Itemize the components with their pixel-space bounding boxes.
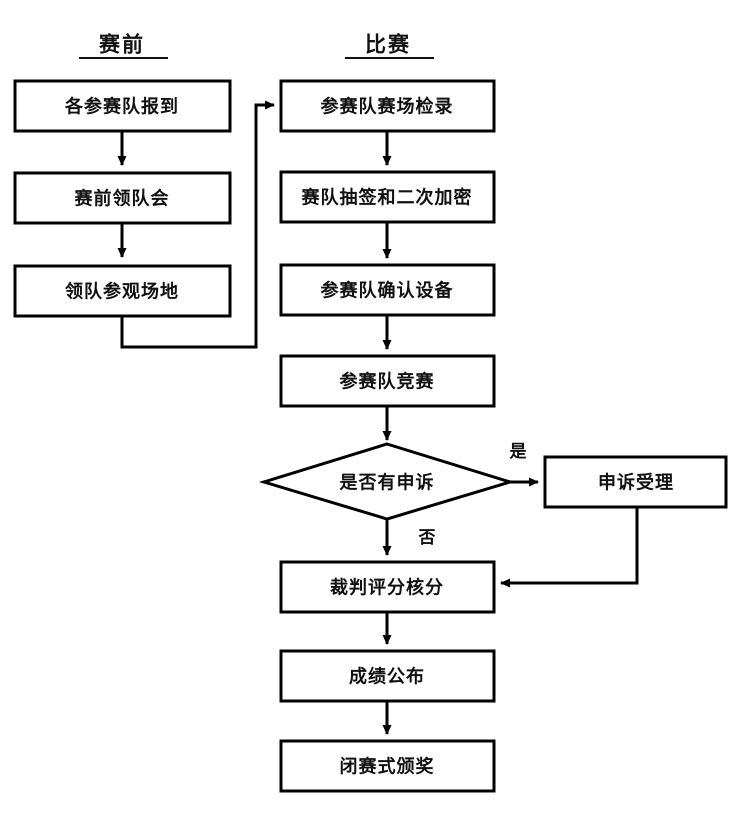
node-confirm-equip-label: 参赛队确认设备	[321, 280, 454, 302]
node-venue-checkin-box[interactable]	[279, 79, 496, 133]
node-appeal-handling-label: 申诉受理	[598, 472, 674, 494]
node-competition-label: 参赛队竞赛	[340, 371, 435, 393]
node-competition-box[interactable]	[279, 354, 496, 408]
node-appeal-decision-shape[interactable]	[258, 442, 516, 521]
node-leader-meeting-box[interactable]	[13, 171, 232, 225]
connector-appeal-to-scoring	[500, 507, 639, 588]
node-closing-ceremony-label: 闭赛式颁奖	[340, 756, 435, 778]
node-scoring[interactable]: 裁判评分核分	[279, 560, 496, 614]
node-team-checkin[interactable]: 各参赛队报到	[13, 79, 232, 133]
node-leader-meeting[interactable]: 赛前领队会	[13, 171, 232, 225]
node-draw-encrypt-label: 赛队抽签和二次加密	[301, 187, 473, 209]
node-draw-encrypt[interactable]: 赛队抽签和二次加密	[279, 170, 496, 224]
node-results-box[interactable]	[279, 649, 496, 703]
node-results-label: 成绩公布	[349, 666, 425, 688]
node-competition[interactable]: 参赛队竞赛	[279, 354, 496, 408]
node-appeal-handling[interactable]: 申诉受理	[543, 455, 728, 509]
node-appeal-decision[interactable]: 是否有申诉	[258, 442, 516, 521]
node-confirm-equip-box[interactable]	[279, 263, 496, 317]
heading-race-label: 比赛	[365, 32, 411, 57]
node-venue-checkin-label: 参赛队赛场检录	[321, 96, 454, 118]
node-venue-checkin[interactable]: 参赛队赛场检录	[279, 79, 496, 133]
node-leader-venue-box[interactable]	[13, 264, 232, 318]
heading-pre-race-label: 赛前	[98, 32, 145, 57]
node-scoring-box[interactable]	[279, 560, 496, 614]
node-closing-ceremony[interactable]: 闭赛式颁奖	[279, 739, 496, 793]
node-draw-encrypt-box[interactable]	[279, 170, 496, 224]
heading-race: 比赛	[345, 32, 434, 59]
node-appeal-handling-box[interactable]	[543, 455, 728, 509]
node-leader-venue-label: 领队参观场地	[65, 281, 179, 303]
node-confirm-equip[interactable]: 参赛队确认设备	[279, 263, 496, 317]
edge-label-no: 否	[418, 528, 436, 548]
node-appeal-decision-label: 是否有申诉	[339, 472, 435, 494]
node-team-checkin-label: 各参赛队报到	[64, 96, 179, 118]
edge-label-yes: 是	[510, 442, 527, 462]
node-leader-meeting-label: 赛前领队会	[74, 188, 170, 210]
connector-venue-to-checkin	[120, 100, 275, 349]
node-team-checkin-box[interactable]	[13, 79, 232, 133]
node-leader-venue[interactable]: 领队参观场地	[13, 264, 232, 318]
node-scoring-label: 裁判评分核分	[330, 577, 444, 599]
node-results[interactable]: 成绩公布	[279, 649, 496, 703]
node-closing-ceremony-box[interactable]	[279, 739, 496, 793]
heading-pre-race: 赛前	[79, 32, 168, 59]
